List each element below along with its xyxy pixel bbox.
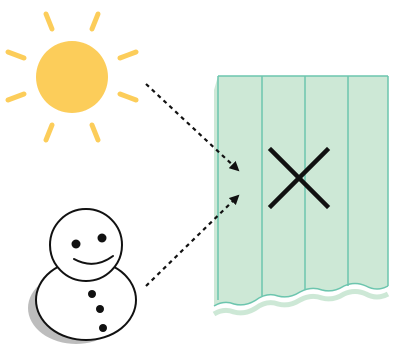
sun-icon [5,11,139,143]
snowman-button-2 [96,305,104,313]
snowman-icon [28,208,137,344]
arrow-snowman-to-curtain [145,194,240,287]
snowman-head [49,208,123,282]
curtain-wave-lower [212,289,390,317]
snowman-eye-left [71,239,81,249]
cross-icon [267,146,331,210]
curtain-fabric [214,76,388,306]
sun-rays [5,11,139,143]
sun-disc [36,41,108,113]
snowman-smile [73,255,114,265]
arrow-sun-to-curtain [145,83,240,172]
curtain-icon [212,75,390,317]
snowman-button-3 [99,324,107,332]
snowman-eye-right [97,233,107,243]
curtain-wave-hem [213,282,389,307]
snowman-button-1 [88,290,96,298]
